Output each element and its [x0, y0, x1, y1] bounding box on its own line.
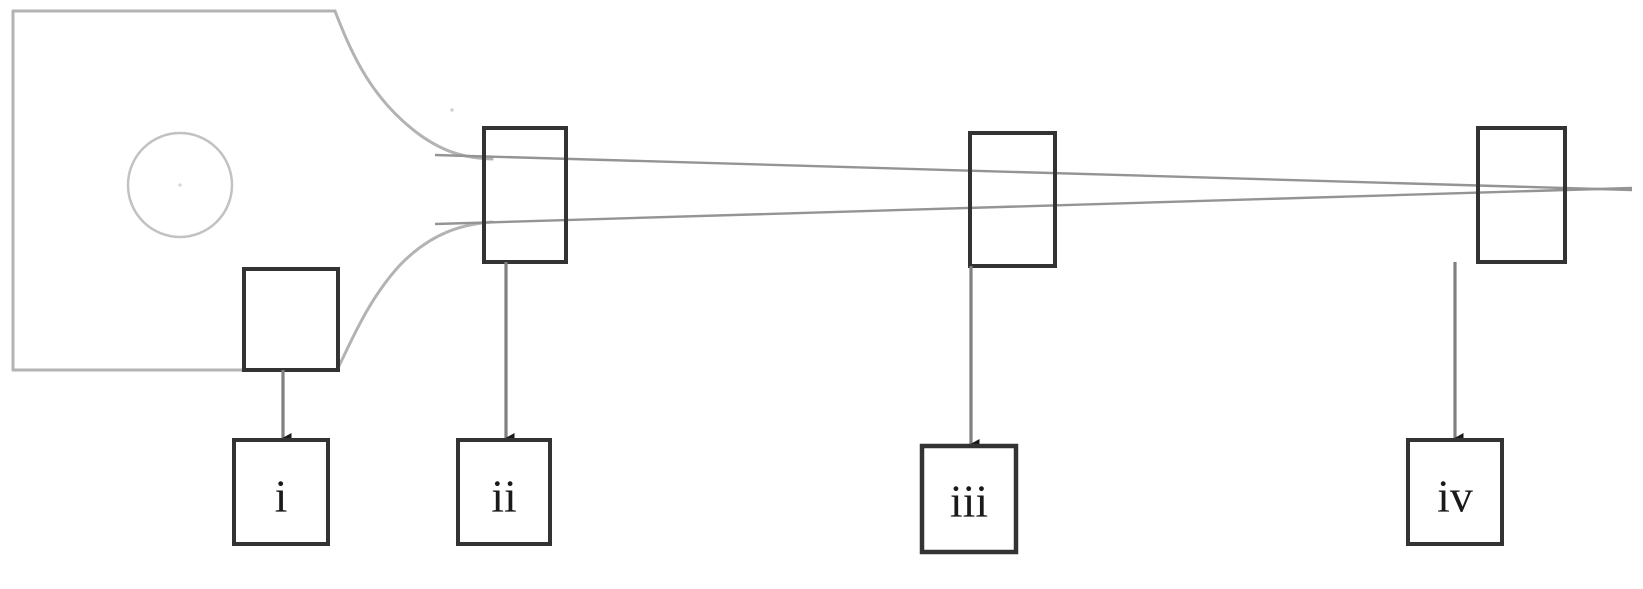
specimen-lower-profile: [336, 220, 494, 370]
circle-center-mark-icon: [178, 183, 182, 187]
label-boxes-group: i ii iii iv: [232, 438, 1504, 555]
label-box-i-group[interactable]: i: [232, 438, 330, 546]
roi-box-iii[interactable]: [968, 131, 1057, 268]
label-box-iii-text: iii: [950, 476, 988, 527]
specimen-upper-profile: [11, 9, 494, 161]
roi-boxes-group: [242, 126, 1567, 372]
circular-hole-feature-icon: [126, 131, 234, 239]
label-box-iii[interactable]: [919, 443, 1019, 555]
label-box-ii[interactable]: [456, 438, 552, 546]
roi-box-i[interactable]: [242, 267, 340, 372]
label-box-i-text: i: [275, 471, 288, 522]
label-box-iv-group[interactable]: iv: [1406, 438, 1504, 546]
roi-box-iv[interactable]: [1476, 126, 1567, 264]
lower-taper-line: [434, 186, 1633, 226]
label-box-iv[interactable]: [1406, 438, 1504, 546]
label-box-iv-text: iv: [1437, 471, 1473, 522]
label-box-ii-text: ii: [491, 471, 517, 522]
label-box-iii-group[interactable]: iii: [919, 443, 1019, 555]
connector-arrows-group: [281, 262, 1464, 449]
upper-taper-line: [434, 153, 1633, 192]
label-box-i[interactable]: [232, 438, 330, 546]
taper-lines-group: [434, 153, 1633, 226]
roi-box-ii[interactable]: [482, 126, 568, 264]
tick-mark-icon: [450, 108, 454, 112]
label-box-ii-group[interactable]: ii: [456, 438, 552, 546]
